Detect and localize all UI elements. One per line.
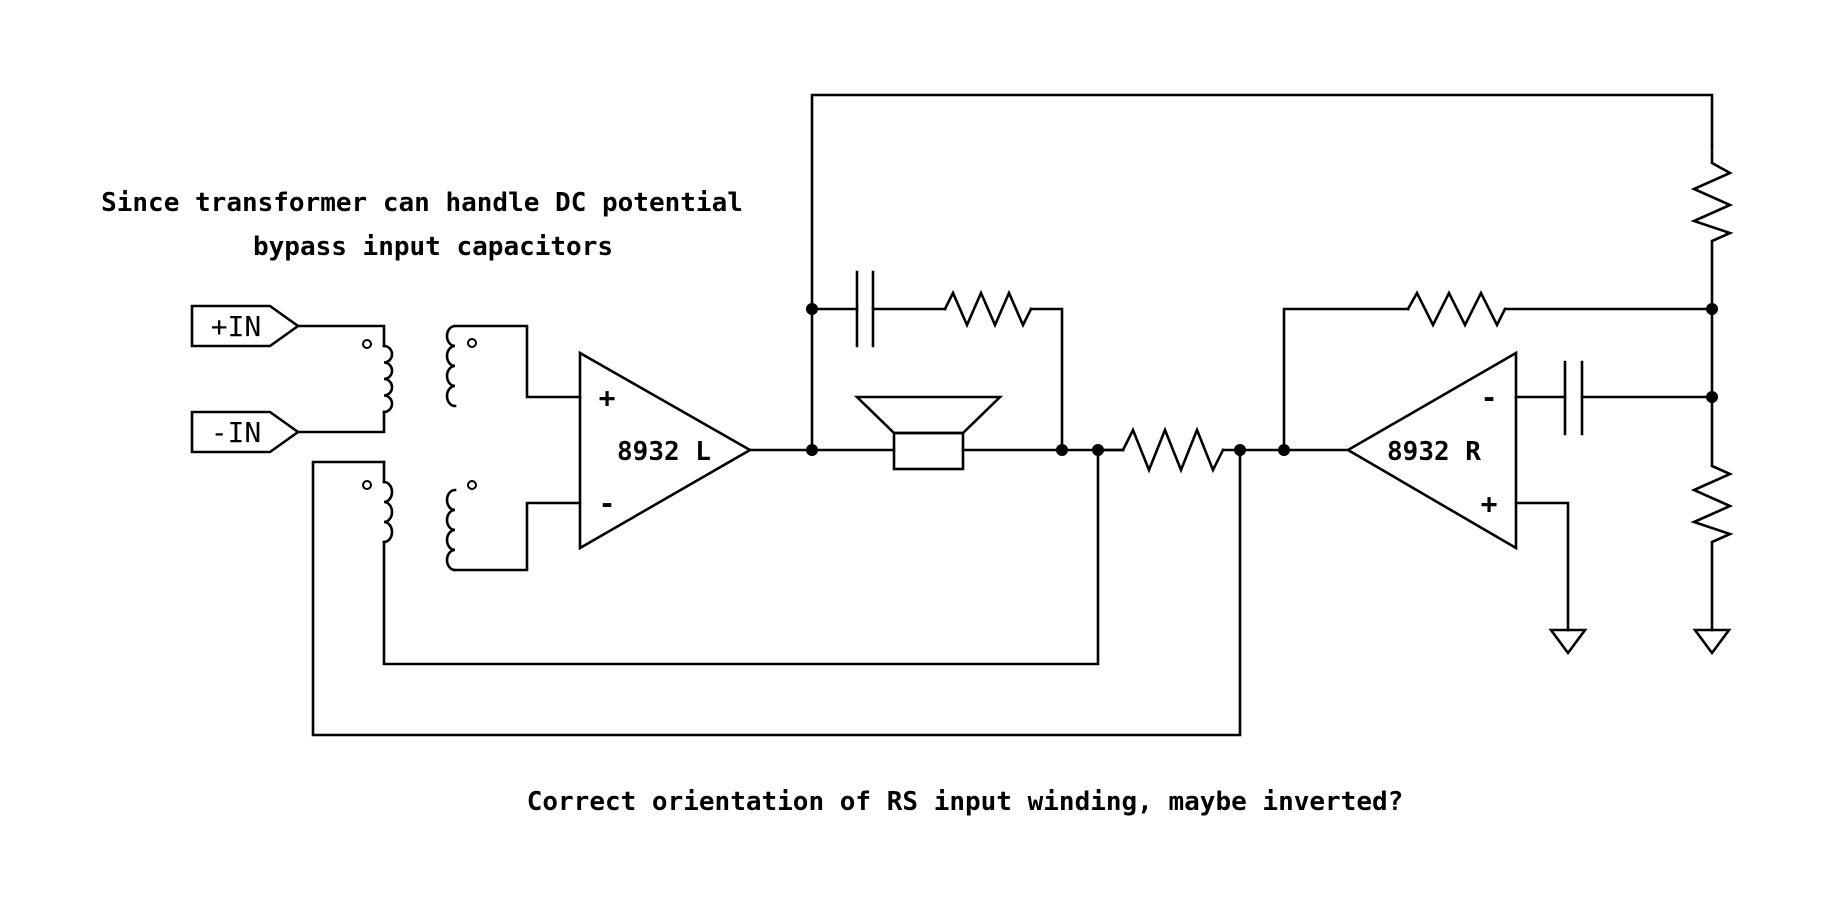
wire-feedback-winding-outer [311, 448, 1242, 737]
wire-secondary-bottom [453, 501, 582, 572]
feedback-phase-dot [362, 480, 372, 490]
junction-dot [806, 444, 818, 456]
amplifier-right-minus: - [1481, 381, 1498, 414]
transformer-feedback-winding [382, 480, 394, 544]
wire-right-feedback [1282, 307, 1410, 452]
junction-dot [1092, 444, 1104, 456]
wire-minus-in [296, 410, 386, 434]
junction-dots [806, 303, 1718, 456]
resistor-upper [943, 289, 1033, 329]
amplifier-left: + - 8932 L [578, 350, 753, 551]
capacitor-right [1563, 360, 1584, 436]
wire-feedback-winding-inner [382, 448, 1100, 666]
primary-phase-dot [362, 339, 372, 349]
resistor-series [1121, 426, 1225, 474]
wire-top-loop [810, 93, 1714, 452]
junction-dot [1278, 444, 1290, 456]
note-top-line1: Since transformer can handle DC potentia… [101, 188, 743, 218]
resistor-right-feedback [1406, 290, 1507, 328]
wire-plus-in [296, 324, 386, 348]
wire-secondary-top [453, 324, 582, 399]
amplifier-right-label: 8932 R [1387, 437, 1481, 467]
note-bottom: Correct orientation of RS input winding,… [527, 787, 1404, 817]
resistor-divider-bottom [1690, 395, 1734, 632]
resistor-divider-top [1690, 143, 1734, 311]
transformer-secondary-lower [445, 488, 457, 572]
note-top-line2: bypass input capacitors [253, 232, 613, 262]
port-minus-in: -IN [190, 410, 301, 454]
port-plus-in-label: +IN [211, 310, 262, 343]
junction-dot [1234, 444, 1246, 456]
amplifier-left-minus: - [599, 487, 616, 520]
wire-upper-rc-return [1029, 307, 1064, 452]
amplifier-right: - + 8932 R [1345, 350, 1518, 551]
ground-symbol-right-amp [1548, 628, 1588, 656]
port-minus-in-label: -IN [211, 416, 262, 449]
junction-dot [1706, 391, 1718, 403]
transformer-secondary-upper [445, 324, 457, 408]
wire-right-plus [1514, 501, 1570, 632]
capacitor-upper [855, 270, 875, 348]
secondary-upper-phase-dot [467, 338, 477, 348]
port-plus-in: +IN [190, 304, 301, 348]
speaker [853, 395, 1004, 471]
amplifier-right-plus: + [1481, 487, 1498, 520]
junction-dot [806, 303, 818, 315]
ground-symbol-divider [1692, 628, 1732, 656]
junction-dot [1706, 303, 1718, 315]
junction-dot [1056, 444, 1068, 456]
transformer-primary-winding [382, 344, 394, 414]
amplifier-left-label: 8932 L [617, 437, 711, 467]
secondary-lower-phase-dot [467, 480, 477, 490]
amplifier-left-plus: + [599, 381, 616, 414]
